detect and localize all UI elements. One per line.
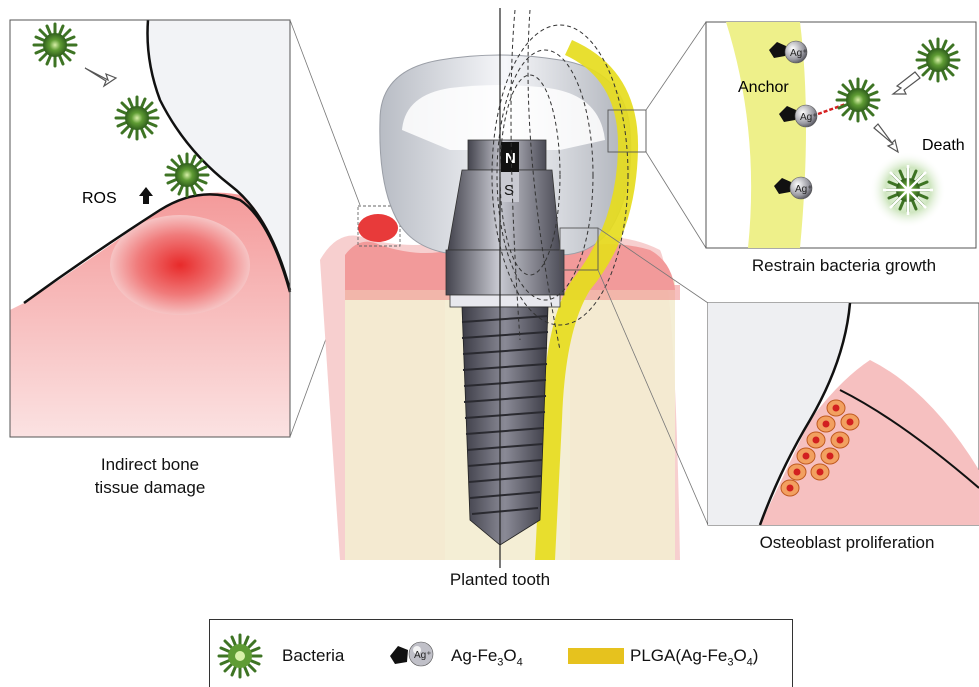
planted-tooth: N S [320, 8, 680, 568]
inflamed-gum-spot [358, 214, 398, 242]
legend-plga-swatch [568, 648, 624, 664]
bacterium-icon [166, 154, 208, 196]
ros-label: ROS [82, 190, 117, 207]
legend-ag-fe3o4-label: Ag-Fe3O4 [451, 646, 523, 668]
top-right-caption: Restrain bacteria growth [720, 256, 968, 276]
bacterium-icon [34, 24, 76, 66]
ag-ion-label: Ag⁺ [800, 112, 818, 123]
death-label: Death [922, 137, 965, 154]
left-caption-line2: tissue damage [60, 478, 240, 498]
anchor-label: Anchor [738, 79, 789, 96]
left-caption-line1: Indirect bone [60, 455, 240, 475]
center-caption: Planted tooth [420, 570, 580, 590]
implant-screw [462, 307, 548, 545]
legend-plga-label: PLGA(Ag-Fe3O4) [630, 646, 758, 668]
legend-bacteria-label: Bacteria [282, 646, 344, 666]
bacterium-icon [116, 97, 158, 139]
legend-bacteria-icon [212, 626, 272, 686]
magnet-north-label: N [505, 150, 516, 167]
bottom-right-inset [708, 303, 979, 525]
ag-ion-label: Ag⁺ [795, 184, 813, 195]
legend-ag-fe3o4-icon: Ag⁺ [386, 636, 446, 676]
left-inset: ROS [10, 20, 290, 437]
dead-bacterium-icon [870, 152, 946, 228]
ag-ion-label: Ag⁺ [790, 48, 808, 59]
bottom-right-caption: Osteoblast proliferation [725, 533, 969, 553]
bacterium-icon [837, 79, 879, 121]
magnet-south-label: S [504, 182, 514, 199]
bacterium-icon [917, 39, 959, 81]
legend: Bacteria Ag⁺ Ag-Fe3O4 PLGA(Ag-Fe3O4) [209, 619, 793, 687]
legend-ag-ion-label: Ag⁺ [414, 650, 432, 661]
top-right-inset: Anchor Death [706, 22, 976, 248]
